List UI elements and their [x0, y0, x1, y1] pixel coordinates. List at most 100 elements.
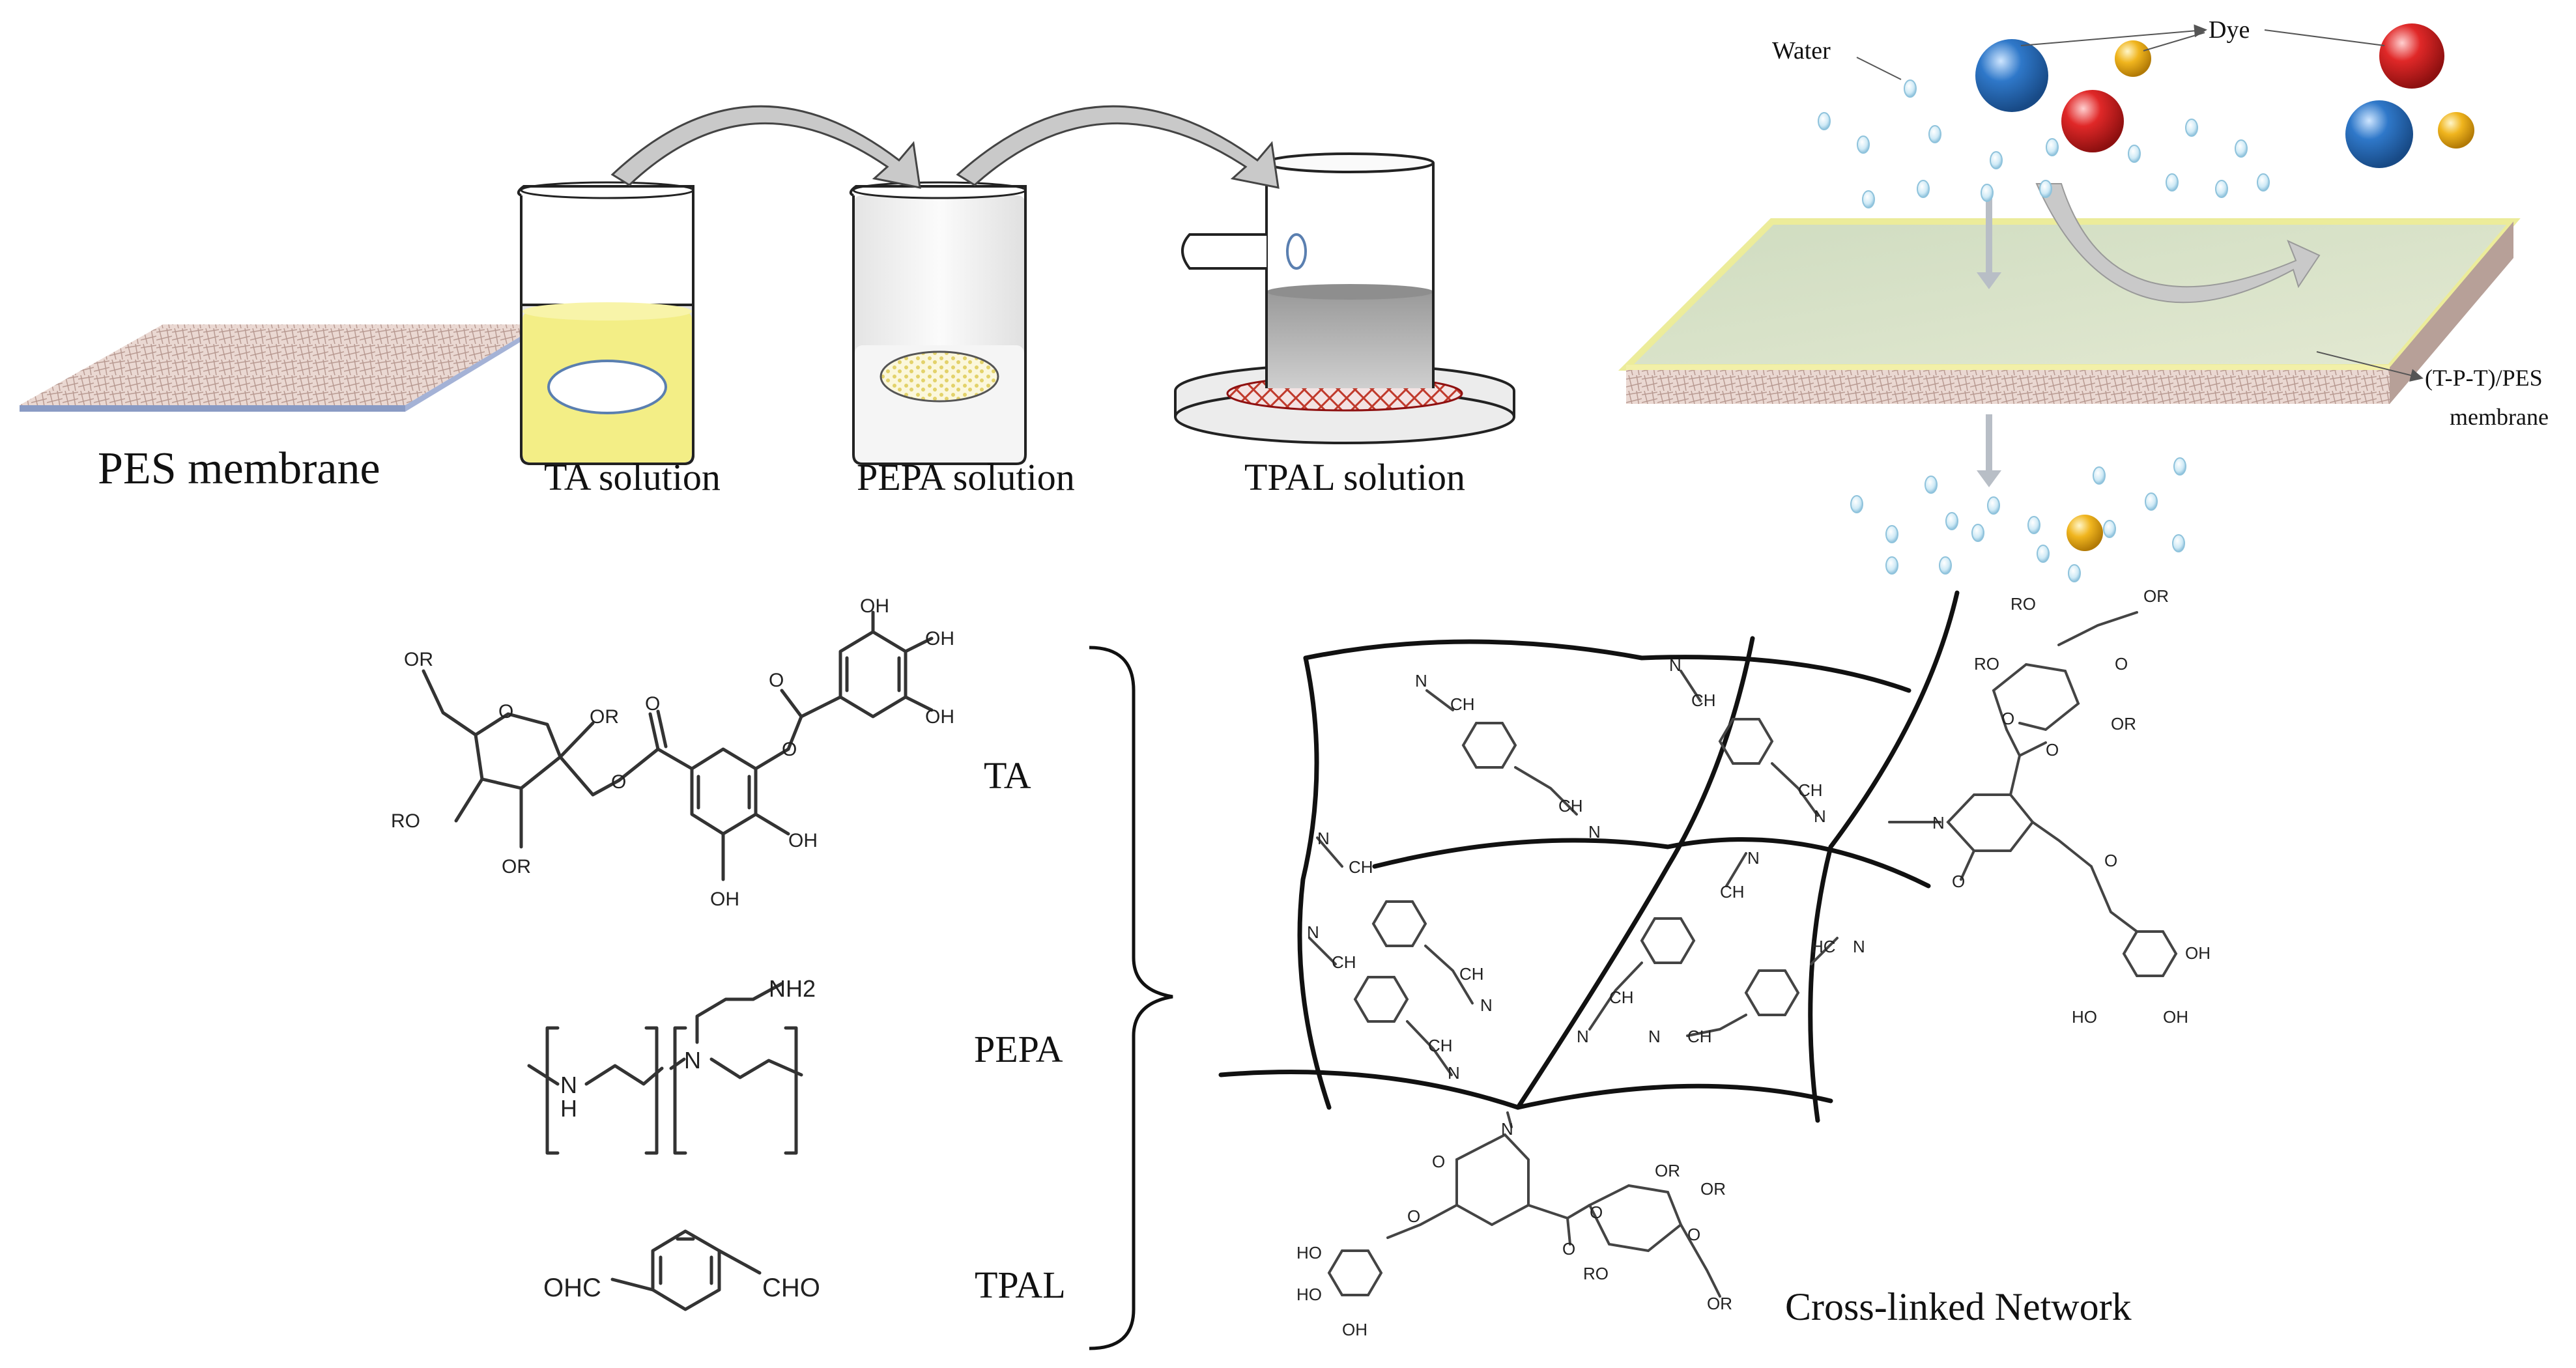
pepa-label: PEPA [974, 1028, 1063, 1070]
net-b-atom-n: N [1501, 1119, 1513, 1139]
linker-3: N CH CH N [1316, 829, 1493, 1015]
net-atom-n-6b: N [1648, 1027, 1661, 1046]
ta-atom-o-ring: O [498, 701, 513, 722]
ta-atom-oh-5: OH [710, 889, 739, 910]
tpal-solution-label: TPAL solution [1244, 456, 1465, 498]
pepa-solution-label: PEPA solution [857, 456, 1075, 498]
cross-linked-network: N CH CH N N CH CH N N CH CH N N [1218, 586, 2211, 1339]
ta-atom-ro-left: RO [391, 810, 420, 832]
linker-4: N CH CH N [1307, 922, 1460, 1083]
membrane-label-line2: membrane [2450, 404, 2549, 430]
net-r-atom-o-ester1: O [2046, 740, 2059, 760]
net-r-atom-oh-2: OH [2163, 1007, 2188, 1027]
linker-1: N CH CH N [1415, 671, 1601, 842]
ta-structure: OR OR O RO OR O O O O OH OH OH OH OH [391, 595, 954, 910]
net-b-atom-or-1: OR [1655, 1161, 1680, 1180]
dye-label-group: Dye [2020, 16, 2385, 51]
net-atom-ch-4b: CH [1428, 1036, 1453, 1055]
water-label: Water [1772, 37, 1831, 64]
down-arrow-top [1977, 189, 2001, 289]
net-atom-n-5: N [1747, 848, 1760, 868]
net-atom-n-2: N [1669, 655, 1682, 675]
ta-solution-label: TA solution [544, 456, 721, 498]
net-r-atom-oh-1: OH [2185, 943, 2211, 963]
net-r-atom-ho: HO [2072, 1007, 2097, 1027]
ta-label: TA [984, 754, 1031, 797]
net-b-atom-o-ester1: O [1562, 1239, 1575, 1259]
net-r-atom-or-1: OR [2143, 586, 2169, 606]
net-r-atom-ro-1: RO [2011, 594, 2036, 614]
ta-atom-oh-1: OH [860, 595, 889, 617]
pepa-atom-n-left: N [560, 1072, 577, 1098]
dye-particles [1975, 23, 2474, 551]
net-atom-ch-4: CH [1332, 952, 1356, 972]
down-arrow-bottom [1977, 414, 2001, 487]
net-atom-n-4b: N [1448, 1063, 1460, 1083]
water-label-group: Water [1772, 37, 1902, 80]
water-droplets [1818, 79, 2270, 582]
membrane-label-line1: (T-P-T)/PES [2425, 365, 2543, 391]
ta-atom-or-top: OR [404, 649, 433, 670]
net-atom-ch-5: CH [1720, 882, 1745, 902]
tpal-atom-cho: CHO [762, 1274, 820, 1302]
net-atom-n-3b: N [1480, 995, 1493, 1015]
combining-bracket [1089, 646, 1173, 1350]
network-label: Cross-linked Network [1785, 1285, 2132, 1328]
net-r-atom-o-ester2: O [2001, 709, 2014, 728]
rejection-arrow [2035, 183, 2321, 304]
membrane-label: (T-P-T)/PES membrane [2316, 351, 2549, 430]
net-atom-ch-2b: CH [1798, 780, 1823, 800]
ta-atom-oh-4: OH [788, 830, 818, 851]
net-r-atom-or-2: OR [2111, 714, 2136, 734]
net-atom-n-3: N [1317, 829, 1330, 848]
net-atom-n-1: N [1415, 671, 1427, 691]
net-atom-ch-1b: CH [1558, 796, 1583, 816]
net-atom-ch-2: CH [1691, 691, 1716, 710]
tpal-atom-ohc: OHC [543, 1274, 601, 1302]
pepa-beaker [849, 181, 1027, 465]
pes-membrane-label: PES membrane [98, 444, 380, 494]
pes-membrane-sheet [20, 324, 541, 412]
linker-5: N CH CH N [1577, 848, 1760, 1046]
pepa-atom-n-right: N [684, 1047, 701, 1074]
net-atom-n-5b: N [1577, 1027, 1589, 1046]
net-atom-n-6: N [1853, 937, 1865, 956]
net-r-atom-o-ring: O [2115, 654, 2128, 674]
network-ta-right: N O O O O RO RO OR OR O OH OH HO [1888, 586, 2211, 1027]
pepa-atom-h-left: H [560, 1095, 577, 1122]
net-b-atom-or-2: OR [1700, 1179, 1726, 1199]
tpal-structure: OHC CHO [543, 1229, 820, 1311]
pepa-atom-nh2: NH2 [769, 975, 816, 1002]
net-atom-n-4: N [1307, 922, 1319, 942]
net-b-atom-ro: RO [1583, 1264, 1609, 1283]
dye-label: Dye [2209, 16, 2250, 44]
net-b-atom-o-keto: O [1407, 1206, 1420, 1226]
net-r-atom-o-keto: O [2104, 851, 2117, 870]
net-atom-ch-1: CH [1450, 694, 1475, 714]
net-r-atom-o-quinone: O [1952, 872, 1965, 891]
net-r-atom-n: N [1932, 813, 1945, 833]
tpal-beaker [1174, 152, 1515, 444]
net-b-atom-o-quinone: O [1432, 1152, 1445, 1171]
transfer-arrow-ta-to-pepa [610, 105, 921, 189]
pepa-structure: N H N NH2 [527, 975, 816, 1155]
net-atom-ch-3b: CH [1459, 964, 1484, 984]
ta-atom-or-right: OR [590, 706, 619, 728]
ta-beaker [517, 181, 694, 465]
ta-atom-o-aryl: O [782, 739, 797, 760]
net-r-atom-ro-2: RO [1974, 654, 1999, 674]
net-b-atom-ho-2: HO [1296, 1285, 1322, 1304]
net-atom-n-2b: N [1814, 806, 1826, 826]
net-atom-ch-3: CH [1349, 857, 1373, 877]
net-b-atom-oh: OH [1342, 1320, 1367, 1339]
ta-atom-o-aryl-carbonyl: O [769, 670, 784, 691]
tpt-pes-membrane [1618, 218, 2521, 404]
net-atom-hc-6: HC [1811, 937, 1836, 956]
net-atom-ch-5b: CH [1609, 988, 1634, 1007]
ta-atom-oh-3: OH [925, 706, 954, 728]
ta-atom-or-bottom: OR [502, 856, 531, 877]
net-atom-n-1b: N [1588, 822, 1601, 842]
net-b-atom-ho-1: HO [1296, 1243, 1322, 1262]
ta-atom-o-carbonyl: O [645, 693, 660, 715]
